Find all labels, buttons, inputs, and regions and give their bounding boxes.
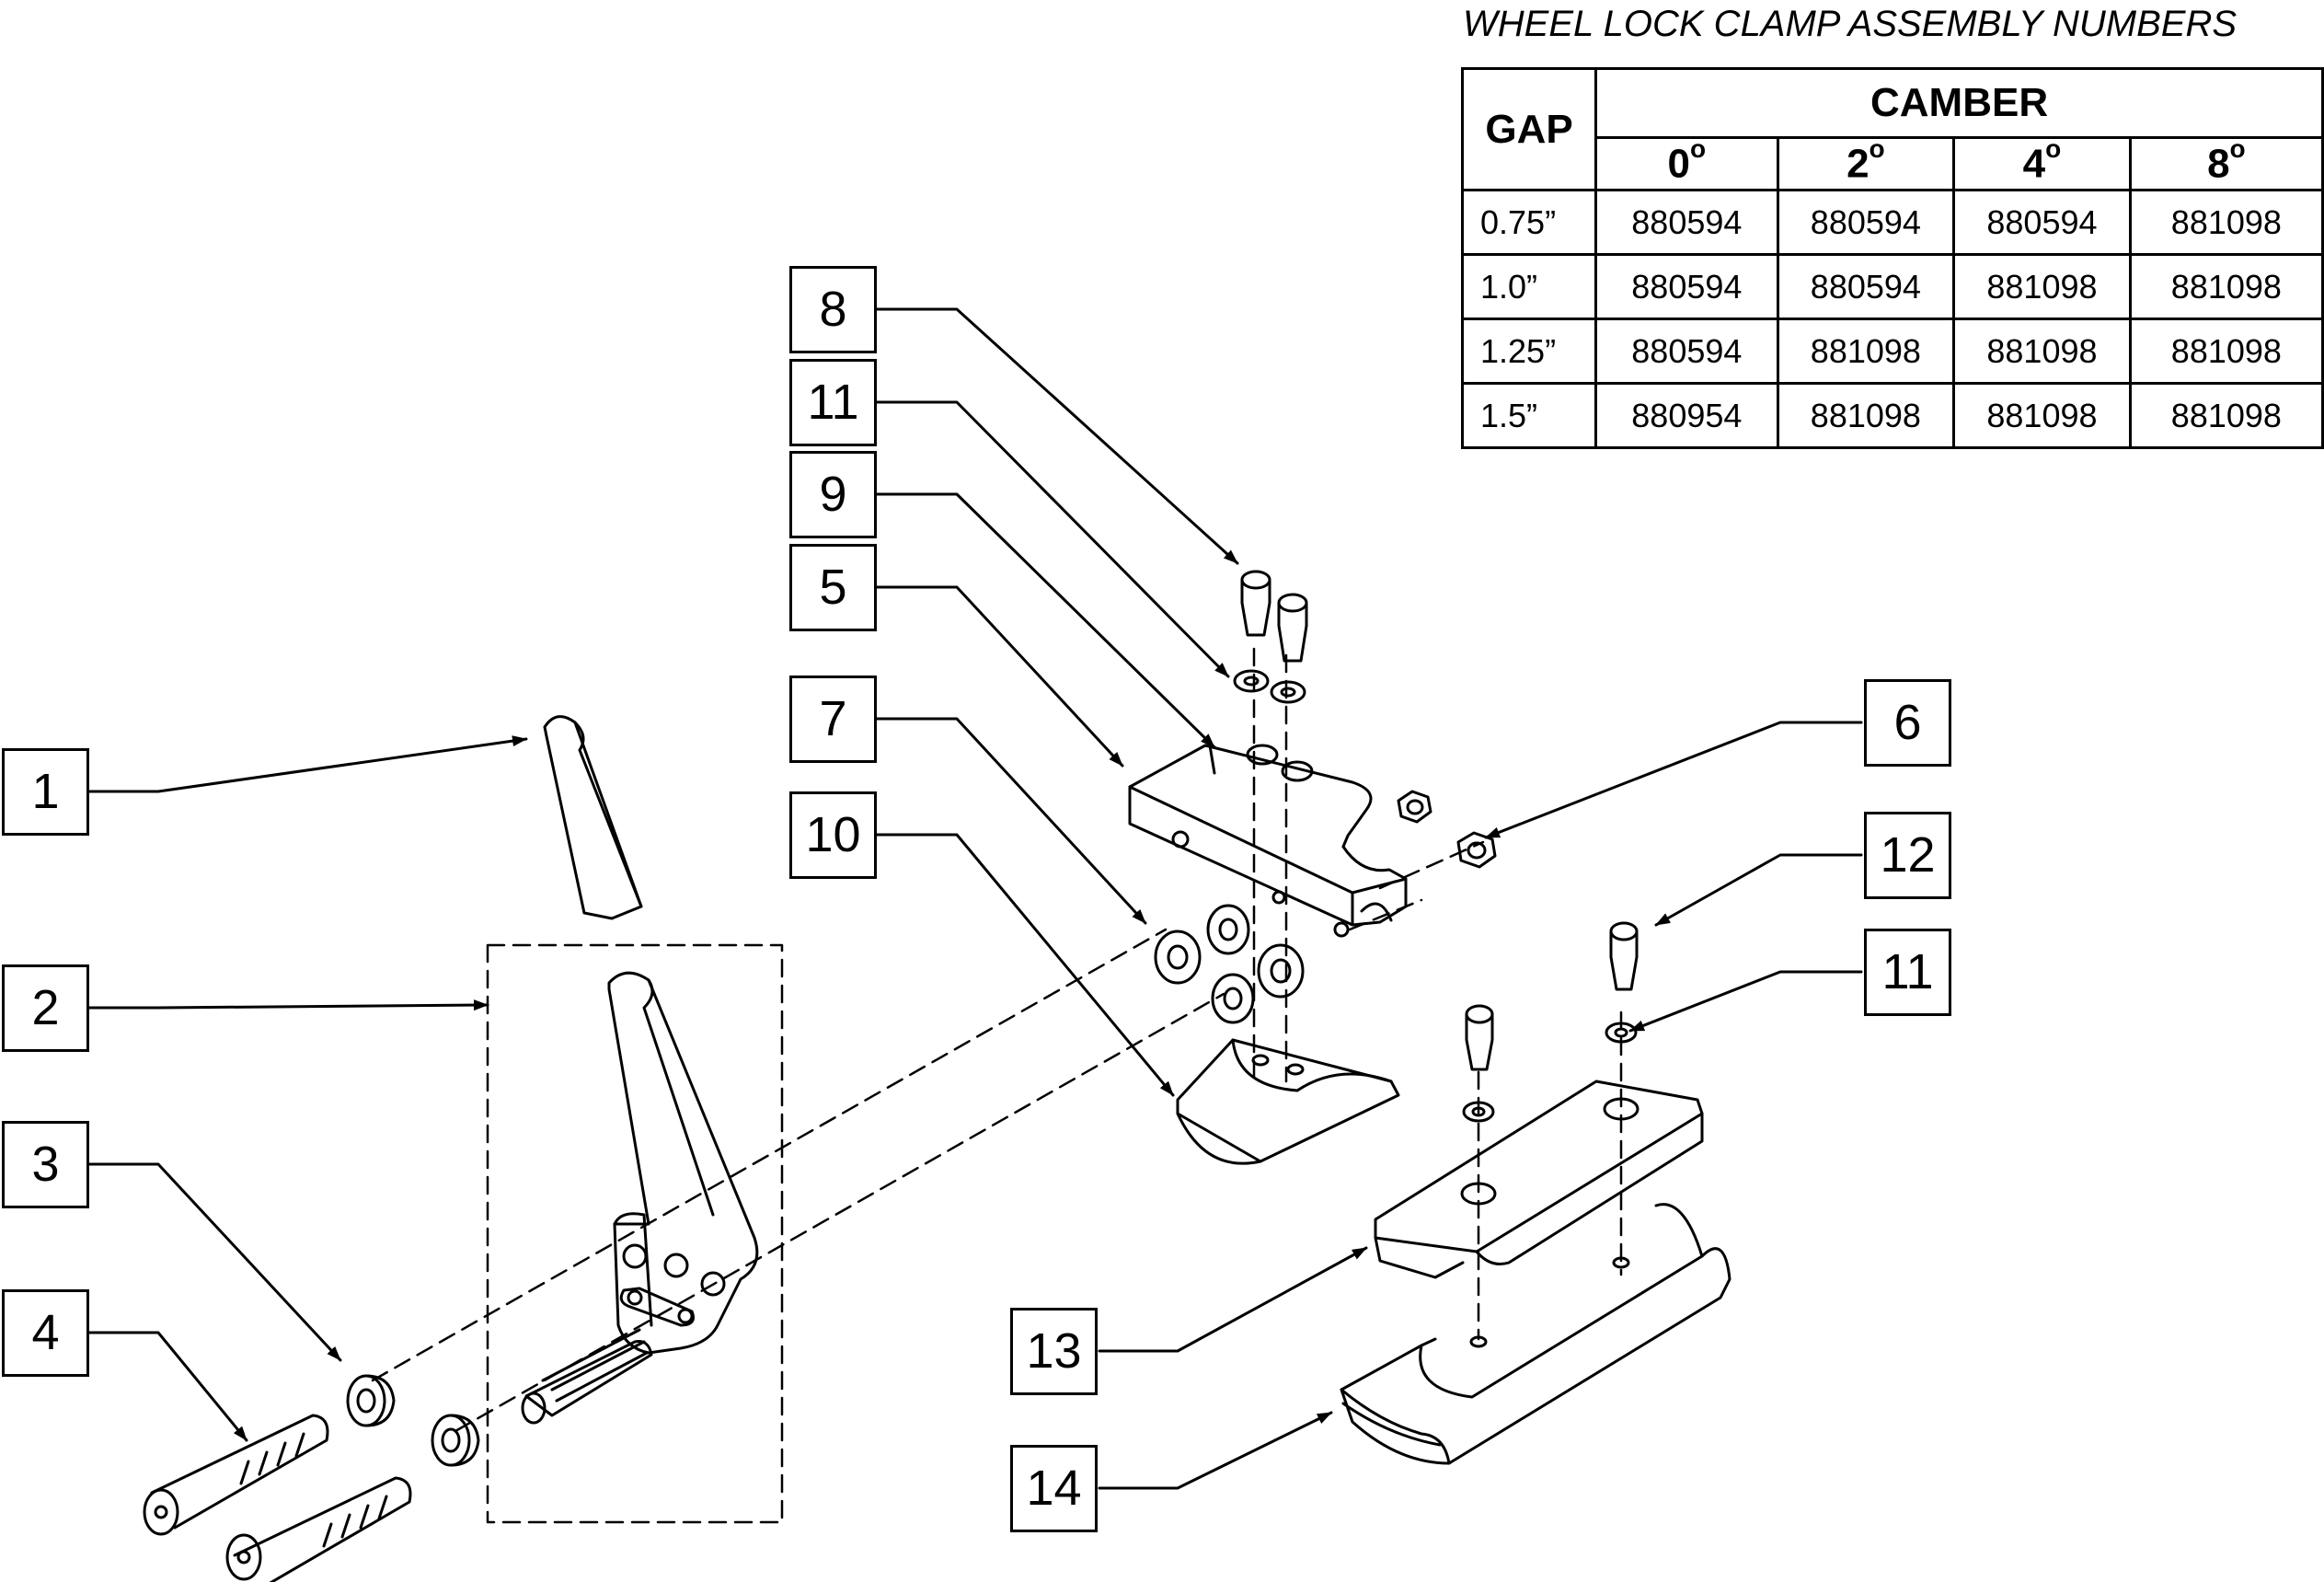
callout-11-top: 11 bbox=[789, 359, 877, 446]
part-number-cell: 881098 bbox=[1776, 382, 1956, 449]
leader-3 bbox=[87, 1162, 342, 1362]
part-11-washers bbox=[1233, 669, 1306, 704]
part-3-bushing bbox=[346, 1374, 480, 1467]
callout-11-right: 11 bbox=[1864, 929, 1951, 1016]
leader-5 bbox=[875, 585, 1124, 768]
part-14-shoe bbox=[1340, 1203, 1731, 1465]
part-number-cell: 881098 bbox=[2128, 318, 2324, 385]
table-row: 0.75” 880594 880594 880594 881098 bbox=[1460, 189, 2324, 256]
part-10-lower-clamp bbox=[1176, 1038, 1400, 1165]
callout-10: 10 bbox=[789, 791, 877, 879]
leader-11a bbox=[875, 400, 1230, 678]
part-8-screws bbox=[1240, 570, 1308, 663]
part-number-cell: 880594 bbox=[1594, 253, 1779, 320]
leader-8 bbox=[875, 307, 1239, 565]
gap-cell: 1.25” bbox=[1460, 318, 1598, 385]
callout-8: 8 bbox=[789, 266, 877, 353]
callout-1: 1 bbox=[2, 748, 89, 836]
leader-2 bbox=[87, 999, 489, 1011]
callout-9: 9 bbox=[789, 451, 877, 538]
callout-2: 2 bbox=[2, 964, 89, 1052]
leader-7 bbox=[875, 717, 1147, 925]
part-number-cell: 881098 bbox=[2128, 382, 2324, 449]
callout-14: 14 bbox=[1010, 1445, 1098, 1532]
part-number-cell: 881098 bbox=[1952, 318, 2132, 385]
camber-col-4: 4o bbox=[1952, 134, 2132, 191]
part-number-cell: 881098 bbox=[2128, 253, 2324, 320]
leader-1 bbox=[87, 735, 528, 793]
camber-col-2: 2o bbox=[1776, 134, 1956, 191]
callout-3: 3 bbox=[2, 1121, 89, 1208]
part-12-screws bbox=[1462, 921, 1639, 1123]
part-7-washers bbox=[1154, 904, 1305, 1024]
part-number-cell: 881098 bbox=[2128, 189, 2324, 256]
leader-6 bbox=[1484, 721, 1863, 839]
gap-cell: 0.75” bbox=[1460, 189, 1598, 256]
part-number-cell: 880594 bbox=[1776, 189, 1956, 256]
part-5-clamp-body bbox=[1128, 744, 1408, 938]
callout-6: 6 bbox=[1864, 679, 1951, 767]
gap-cell: 1.0” bbox=[1460, 253, 1598, 320]
leader-12 bbox=[1654, 853, 1863, 927]
leader-lines bbox=[87, 307, 1863, 1490]
camber-col-0: 0o bbox=[1594, 134, 1779, 191]
part-4-bolts bbox=[143, 1414, 412, 1582]
leader-9 bbox=[875, 492, 1216, 749]
table-row: 1.0” 880594 880594 881098 881098 bbox=[1460, 253, 2324, 320]
part-number-cell: 880954 bbox=[1594, 382, 1779, 449]
part-13-plate bbox=[1374, 1080, 1704, 1279]
part-number-cell: 881098 bbox=[1776, 318, 1956, 385]
camber-col-8: 8o bbox=[2128, 134, 2324, 191]
part-2-lever bbox=[521, 971, 759, 1425]
table-row: 1.5” 880954 881098 881098 881098 bbox=[1460, 382, 2324, 449]
callout-12: 12 bbox=[1864, 812, 1951, 899]
part-number-cell: 881098 bbox=[1952, 382, 2132, 449]
part-number-cell: 880594 bbox=[1776, 253, 1956, 320]
leader-4 bbox=[87, 1331, 248, 1442]
part-number-cell: 880594 bbox=[1952, 189, 2132, 256]
assembly-lines bbox=[371, 647, 1623, 1524]
leader-13 bbox=[1098, 1246, 1368, 1353]
part-1-grip bbox=[543, 715, 643, 920]
part-6-nuts bbox=[1397, 790, 1497, 869]
callout-13: 13 bbox=[1010, 1308, 1098, 1395]
part-number-cell: 881098 bbox=[1952, 253, 2132, 320]
table-title: WHEEL LOCK CLAMP ASSEMBLY NUMBERS bbox=[1463, 4, 2238, 44]
assembly-numbers-table: GAP CAMBER 0o 2o 4o 8o 0.75” 880594 8805… bbox=[1460, 67, 2324, 449]
table-row: 1.25” 880594 881098 881098 881098 bbox=[1460, 318, 2324, 385]
part-number-cell: 880594 bbox=[1594, 318, 1779, 385]
camber-header: CAMBER bbox=[1594, 67, 2324, 139]
leader-11b bbox=[1628, 970, 1863, 1033]
gap-header: GAP bbox=[1460, 67, 1598, 191]
handle-assembly-box bbox=[486, 943, 784, 1524]
leader-10 bbox=[875, 833, 1175, 1097]
callout-4: 4 bbox=[2, 1289, 89, 1377]
leader-14 bbox=[1098, 1411, 1333, 1490]
part-number-cell: 880594 bbox=[1594, 189, 1779, 256]
callout-5: 5 bbox=[789, 544, 877, 631]
callout-7: 7 bbox=[789, 676, 877, 763]
gap-cell: 1.5” bbox=[1460, 382, 1598, 449]
